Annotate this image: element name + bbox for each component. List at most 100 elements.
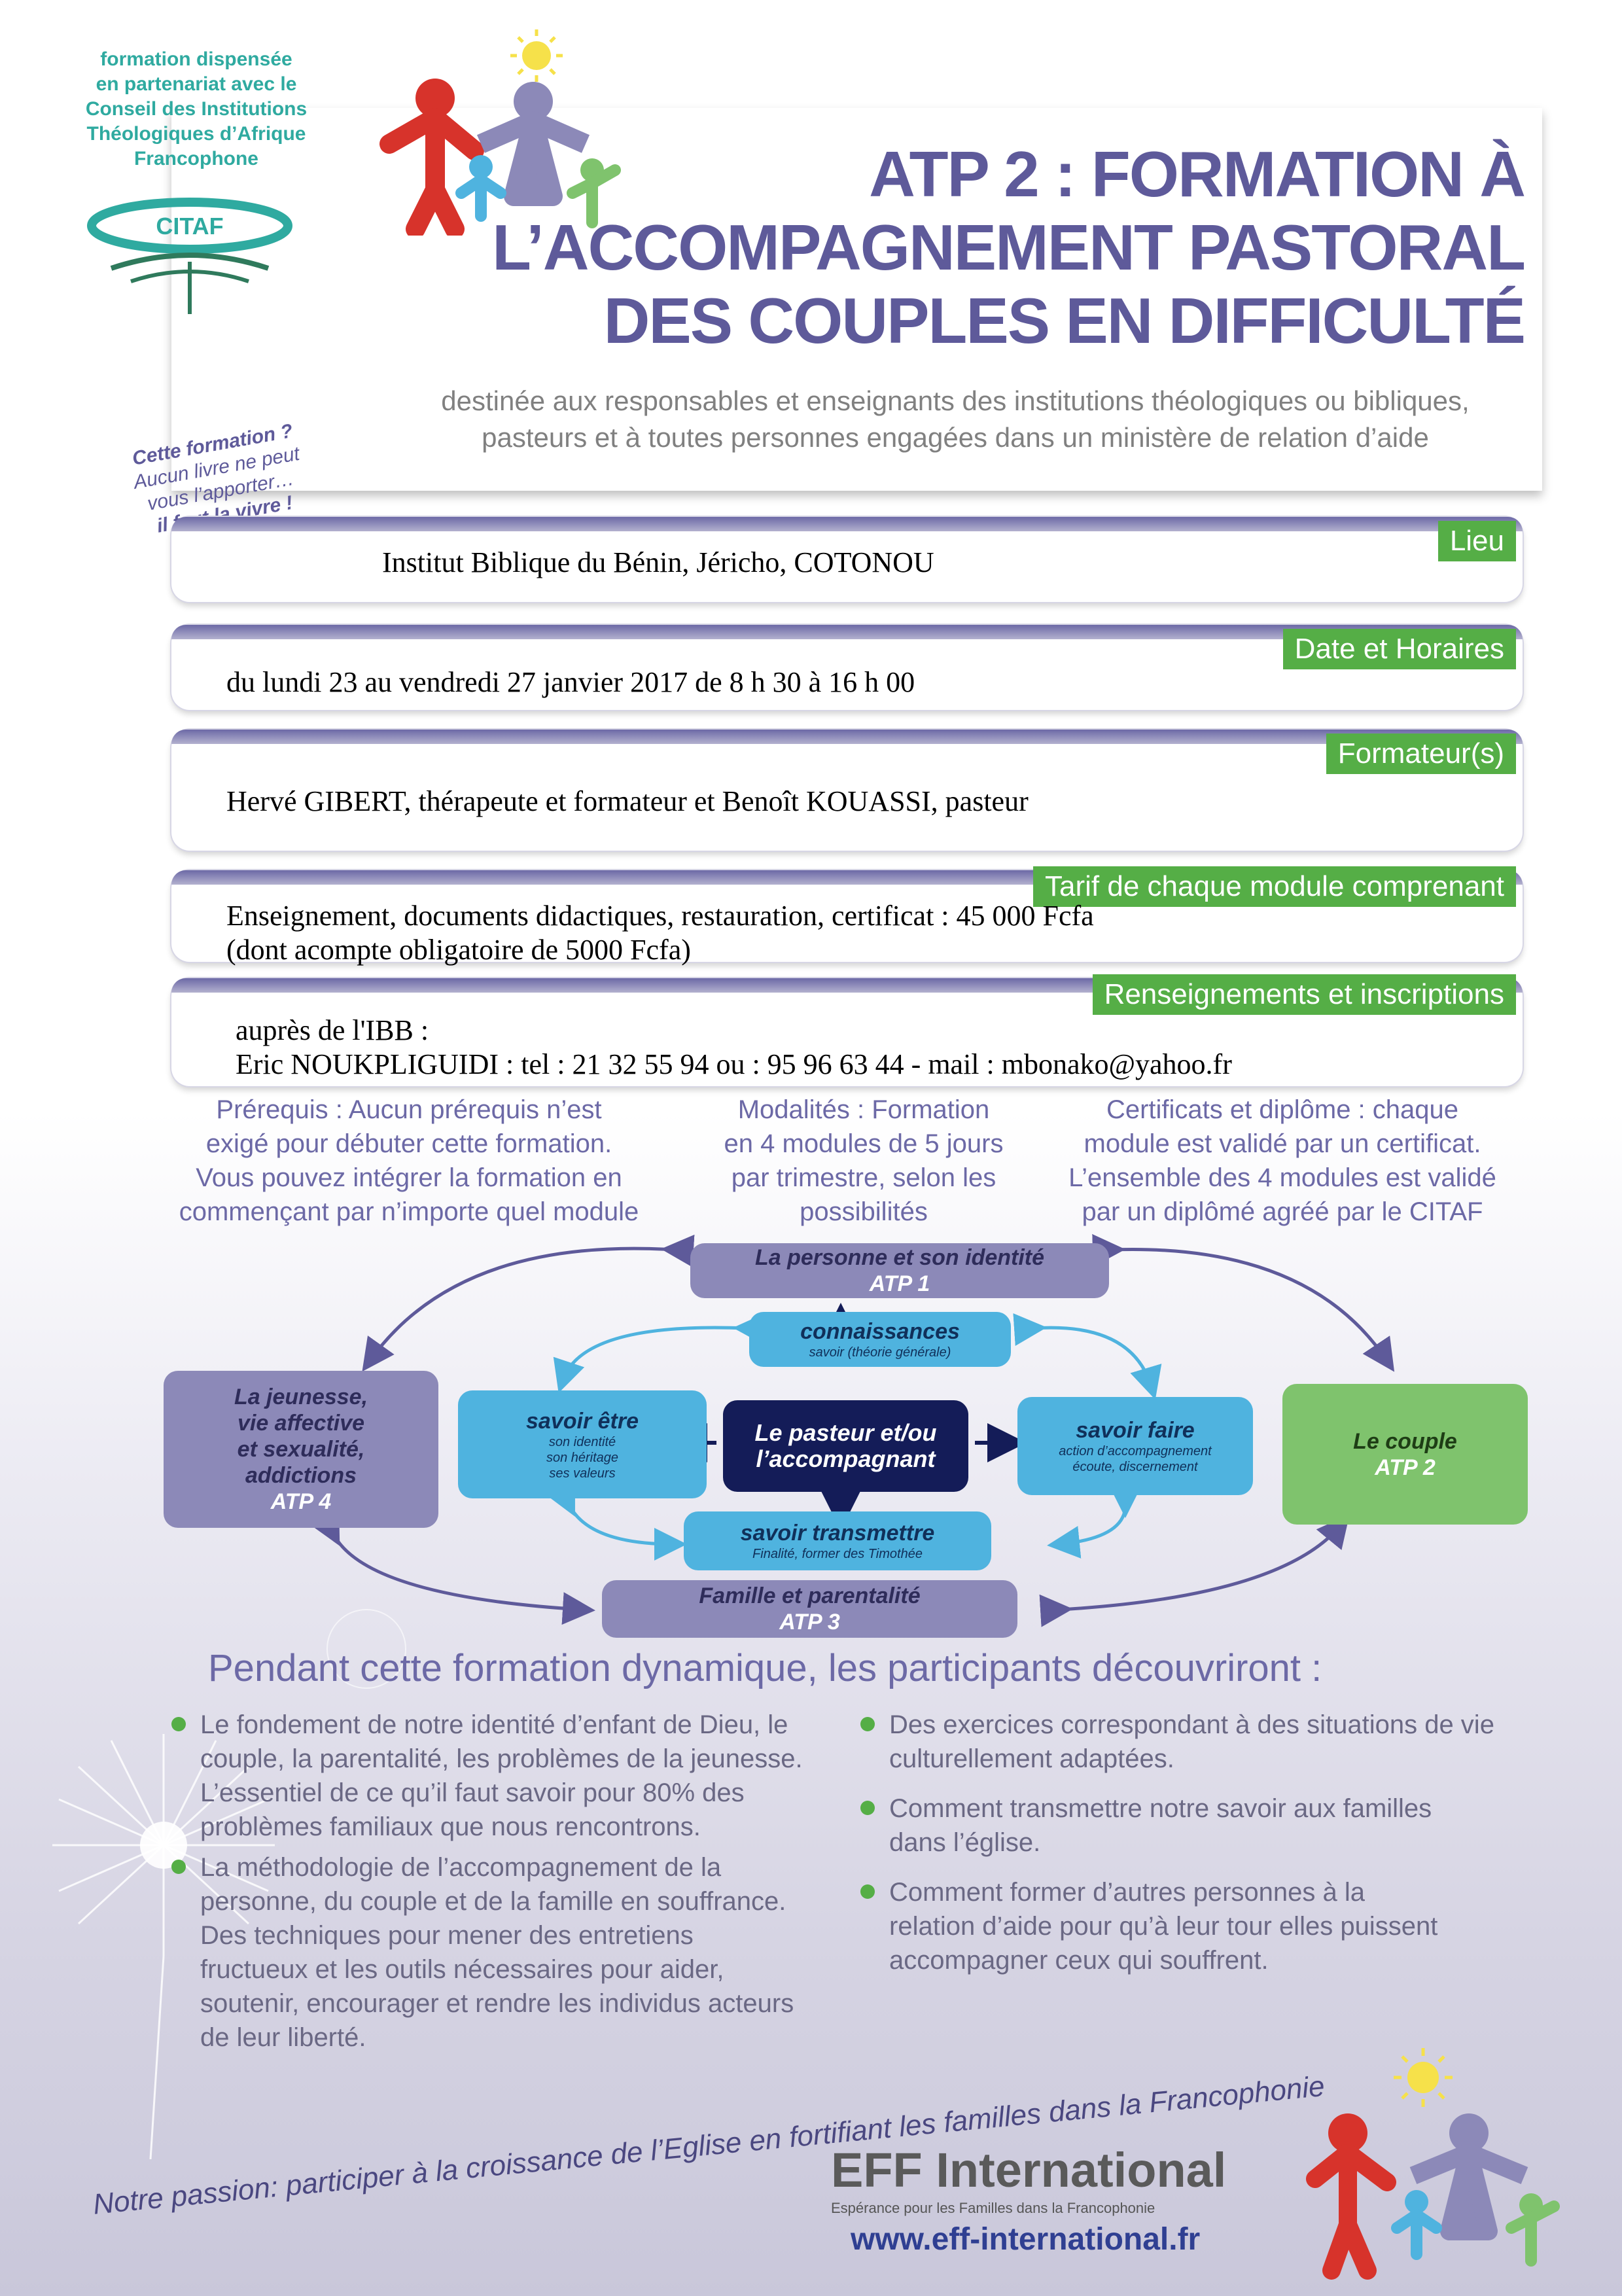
citaf-line: Théologiques d’Afrique — [86, 123, 306, 145]
list-item: Le fondement de notre identité d’enfant … — [171, 1708, 878, 1844]
subtitle: destinée aux responsables et enseignants… — [379, 383, 1531, 456]
bullet-dot-icon — [171, 1860, 186, 1874]
savoir-faire-sub: action d’accompagnement — [1059, 1444, 1212, 1458]
citaf-line: en partenariat avec le — [96, 73, 297, 95]
bullet-line: Des techniques pour mener des entretiens — [200, 1921, 694, 1950]
bullet-line: problèmes familiaux que nous rencontrons… — [200, 1812, 701, 1841]
training-diagram: La personne et son identité ATP 1 connai… — [0, 1230, 1622, 1655]
col-line: Prérequis : Aucun prérequis n’est — [216, 1095, 602, 1124]
savoir-transmettre-sub: Finalité, former des Timothée — [752, 1547, 923, 1561]
bullet-line: culturellement adaptées. — [889, 1744, 1174, 1773]
col-line: possibilités — [800, 1197, 928, 1226]
col-line: module est validé par un certificat. — [1084, 1129, 1481, 1158]
citaf-logo: CITAF — [87, 198, 292, 314]
main-title: ATP 2 : FORMATION À L’ACCOMPAGNEMENT PAS… — [393, 137, 1526, 357]
atp2-title: Le couple — [1353, 1428, 1457, 1454]
bullet-line: personne, du couple et de la famille en … — [200, 1887, 786, 1916]
diagram-arrows — [309, 1234, 1395, 1627]
col-line: par un diplômé agréé par le CITAF — [1082, 1197, 1483, 1226]
bullet-line: L’essentiel de ce qu’il faut savoir pour… — [200, 1778, 745, 1807]
header-panel — [171, 108, 1542, 491]
savoir-etre-sub: son héritage — [546, 1450, 619, 1465]
col-line: en 4 modules de 5 jours — [724, 1129, 1004, 1158]
savoir-etre-sub: son identité — [548, 1434, 616, 1449]
atp4-sub: ATP 4 — [270, 1489, 332, 1514]
bullet-line: accompagner ceux qui souffrent. — [889, 1946, 1269, 1975]
bullet-line: couple, la parentalité, les problèmes de… — [200, 1744, 803, 1773]
title-line: ATP 2 : FORMATION À — [869, 138, 1526, 210]
atp1-sub: ATP 1 — [869, 1271, 930, 1296]
connaissances-sub: savoir (théorie générale) — [809, 1345, 951, 1360]
atp4-title: et sexualité, — [237, 1437, 365, 1462]
connaissances-box: connaissances savoir (théorie générale) — [749, 1312, 1011, 1367]
list-item: Comment transmettre notre savoir aux fam… — [860, 1792, 1567, 1860]
col-line: Vous pouvez intégrer la formation en — [196, 1163, 622, 1192]
center-box: Le pasteur et/ou l’accompagnant — [723, 1400, 968, 1492]
list-item: Comment former d’autres personnes à la r… — [860, 1875, 1567, 1977]
atp4-box: La jeunesse, vie affective et sexualité,… — [164, 1371, 438, 1528]
savoir-etre-box: savoir être son identité son héritage se… — [458, 1390, 707, 1498]
bullet-line: Comment former d’autres personnes à la — [889, 1878, 1365, 1907]
citaf-line: Francophone — [133, 148, 258, 169]
col-line: Certificats et diplôme : chaque — [1106, 1095, 1459, 1124]
col-line: exigé pour débuter cette formation. — [205, 1129, 612, 1158]
tarif-tag: Tarif de chaque module comprenant — [1033, 866, 1516, 907]
bullet-dot-icon — [171, 1717, 186, 1731]
atp1-title: La personne et son identité — [754, 1245, 1045, 1270]
tarif-text-2: (dont acompte obligatoire de 5000 Fcfa) — [226, 934, 691, 966]
savoir-etre-title: savoir être — [526, 1408, 639, 1434]
savoir-faire-sub: écoute, discernement — [1072, 1460, 1198, 1474]
modalites-text: Modalités : Formation en 4 modules de 5 … — [700, 1093, 1027, 1229]
atp4-title: vie affective — [237, 1411, 365, 1436]
connaissances-title: connaissances — [800, 1319, 960, 1344]
eff-website-link[interactable]: www.eff-international.fr — [851, 2222, 1201, 2257]
savoir-etre-sub: ses valeurs — [549, 1466, 616, 1481]
formateurs-box: Formateur(s) Hervé GIBERT, thérapeute et… — [171, 730, 1523, 851]
citaf-line: formation dispensée — [100, 48, 292, 70]
atp4-title: La jeunesse, — [234, 1385, 368, 1409]
tarif-box: Tarif de chaque module comprenant Enseig… — [171, 866, 1523, 966]
center-line: Le pasteur et/ou — [754, 1419, 937, 1446]
subtitle-line: destinée aux responsables et enseignants… — [441, 385, 1470, 416]
bullet-line: fructueux et les outils nécessaires pour… — [200, 1955, 724, 1984]
date-text: du lundi 23 au vendredi 27 janvier 2017 … — [226, 666, 915, 698]
col-line: commençant par n’importe quel module — [179, 1197, 639, 1226]
bullet-line: dans l’église. — [889, 1828, 1041, 1857]
family-logo-icon — [379, 29, 621, 236]
lieu-text: Institut Biblique du Bénin, Jéricho, COT… — [382, 546, 934, 578]
subtitle-line: pasteurs et à toutes personnes engagées … — [482, 422, 1429, 453]
col-line: Modalités : Formation — [737, 1095, 990, 1124]
savoir-transmettre-title: savoir transmettre — [740, 1521, 935, 1545]
bullet-dot-icon — [860, 1884, 875, 1899]
renseignements-text-2: Eric NOUKPLIGUIDI : tel : 21 32 55 94 ou… — [236, 1048, 1232, 1080]
title-line: DES COUPLES EN DIFFICULTÉ — [603, 285, 1526, 357]
right-bullet-list: Des exercices correspondant à des situat… — [860, 1708, 1567, 1984]
bullet-dot-icon — [860, 1801, 875, 1815]
bullet-line: soutenir, encourager et rendre les indiv… — [200, 1989, 794, 2018]
eff-brand-name: EFF International — [831, 2143, 1227, 2197]
lieu-tag: Lieu — [1437, 521, 1516, 561]
title-line: L’ACCOMPAGNEMENT PASTORAL — [492, 211, 1526, 283]
lieu-box: Lieu Institut Biblique du Bénin, Jéricho… — [171, 517, 1523, 602]
date-box: Date et Horaires du lundi 23 au vendredi… — [171, 625, 1523, 710]
renseignements-text-1: auprès de l'IBB : — [236, 1014, 429, 1046]
col-line: par trimestre, selon les — [731, 1163, 996, 1192]
formateurs-tag: Formateur(s) — [1326, 733, 1516, 774]
savoir-faire-title: savoir faire — [1076, 1418, 1195, 1443]
atp4-title: addictions — [245, 1463, 357, 1488]
atp2-box: Le couple ATP 2 — [1282, 1384, 1528, 1525]
atp3-sub: ATP 3 — [779, 1610, 840, 1634]
bullet-line: relation d’aide pour qu’à leur tour elle… — [889, 1912, 1438, 1941]
renseignements-tag: Renseignements et inscriptions — [1092, 974, 1516, 1015]
bullet-line: Comment transmettre notre savoir aux fam… — [889, 1794, 1432, 1823]
prerequis-text: Prérequis : Aucun prérequis n’est exigé … — [157, 1093, 661, 1229]
atp3-box: Famille et parentalité ATP 3 — [602, 1580, 1017, 1638]
atp2-sub: ATP 2 — [1375, 1455, 1436, 1480]
date-tag: Date et Horaires — [1282, 629, 1516, 669]
bullet-line: de leur liberté. — [200, 2023, 366, 2052]
atp1-box: La personne et son identité ATP 1 — [690, 1243, 1109, 1298]
formateurs-text: Hervé GIBERT, thérapeute et formateur et… — [226, 785, 1029, 817]
citaf-line: Conseil des Institutions — [85, 98, 308, 120]
citaf-partnership-text: formation dispensée en partenariat avec … — [26, 47, 366, 171]
body-heading: Pendant cette formation dynamique, les p… — [208, 1647, 1322, 1689]
